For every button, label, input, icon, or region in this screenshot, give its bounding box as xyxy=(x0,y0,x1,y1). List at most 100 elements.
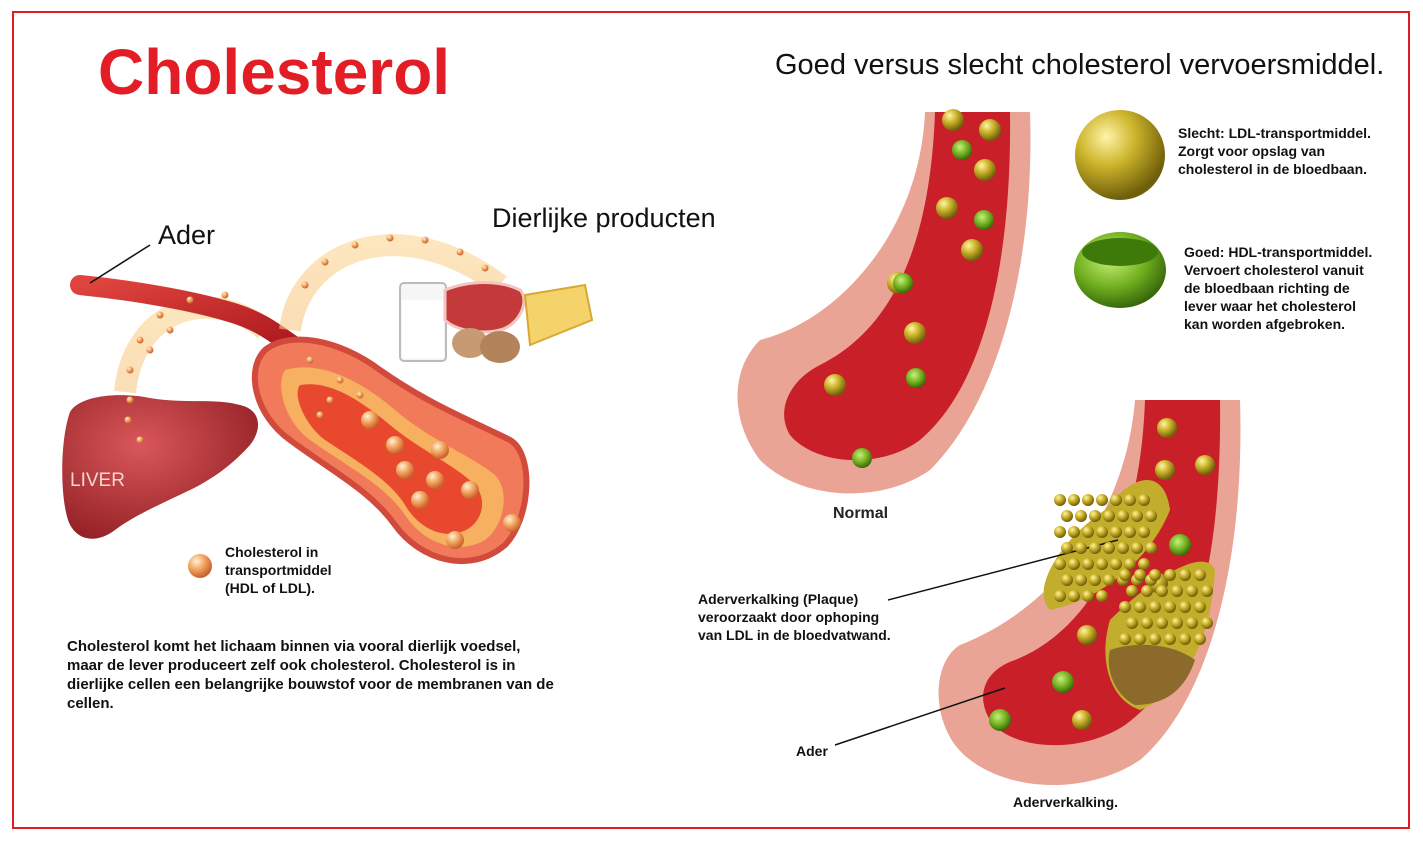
plaque-bead xyxy=(1145,510,1157,522)
plaque-bead xyxy=(1179,601,1191,613)
cholesterol-dot xyxy=(306,356,314,364)
cholesterol-particle xyxy=(361,411,379,429)
cholesterol-dot xyxy=(136,436,144,444)
plaque-bead xyxy=(1124,494,1136,506)
plaque-bead xyxy=(1186,585,1198,597)
plaque-bead xyxy=(1089,542,1101,554)
plaque-bead xyxy=(1194,601,1206,613)
ader-label-left: Ader xyxy=(158,220,216,250)
cholesterol-dot xyxy=(386,234,394,242)
plaque-bead xyxy=(1082,494,1094,506)
cholesterol-dot xyxy=(481,264,489,272)
ldl-particle xyxy=(1195,455,1215,475)
cholesterol-dot xyxy=(301,281,309,289)
cholesterol-dot xyxy=(356,391,364,399)
cholesterol-dot xyxy=(326,396,334,404)
hdl-particle xyxy=(1052,671,1074,693)
plaque-text: Aderverkalking (Plaque) veroorzaakt door… xyxy=(698,590,891,644)
plaque-bead xyxy=(1138,494,1150,506)
food-arc xyxy=(279,234,507,332)
plaque-bead xyxy=(1164,569,1176,581)
plaque-bead xyxy=(1082,590,1094,602)
plaque-bead xyxy=(1134,601,1146,613)
plaque-bead xyxy=(1201,585,1213,597)
ldl-particle xyxy=(979,119,1001,141)
plaque-bead xyxy=(1103,510,1115,522)
plaque-bead xyxy=(1103,574,1115,586)
plaque-bead xyxy=(1186,617,1198,629)
legend-line-1: Cholesterol in xyxy=(225,544,319,560)
border-frame xyxy=(12,11,1410,829)
plaque-bead xyxy=(1082,526,1094,538)
plaque-bead xyxy=(1103,542,1115,554)
plaque-bead xyxy=(1179,633,1191,645)
egg xyxy=(452,328,488,358)
plaque-bead xyxy=(1156,585,1168,597)
ldl-particle xyxy=(1072,710,1092,730)
plaque-line-2: veroorzaakt door ophoping xyxy=(698,609,880,625)
plaque-bead xyxy=(1131,542,1143,554)
cholesterol-particle xyxy=(426,471,444,489)
plaque-bead xyxy=(1131,510,1143,522)
hdl-line-4: lever waar het cholesterol xyxy=(1184,298,1356,314)
plaque-bead xyxy=(1145,542,1157,554)
hdl-line-3: de bloedbaan richting de xyxy=(1184,280,1350,296)
cholesterol-particle xyxy=(446,531,464,549)
normal-label: Normal xyxy=(833,505,889,522)
hdl-particle xyxy=(1169,534,1191,556)
plaque-bead xyxy=(1126,585,1138,597)
hdl-line-2: Vervoert cholesterol vanuit xyxy=(1184,262,1364,278)
hdl-particle xyxy=(906,368,926,388)
ldl-line-3: cholesterol in de bloedbaan. xyxy=(1178,161,1368,177)
plaque-core xyxy=(1108,644,1195,705)
cholesterol-dot xyxy=(136,336,144,344)
vessel-lumen xyxy=(297,384,483,534)
plaque-bead xyxy=(1096,590,1108,602)
cholesterol-dot xyxy=(126,396,134,404)
cholesterol-dot xyxy=(146,346,154,354)
hdl-line-1: Goed: HDL-transportmiddel. xyxy=(1184,244,1373,260)
ldl-particle xyxy=(1155,460,1175,480)
plaque-bead xyxy=(1110,494,1122,506)
legend-line-3: (HDL of LDL). xyxy=(225,580,315,596)
plaque-bead xyxy=(1126,617,1138,629)
vein xyxy=(70,275,310,360)
ader-label-right: Ader xyxy=(796,743,828,759)
particles xyxy=(124,109,1215,731)
ader-pointer-left xyxy=(89,244,151,284)
ldl-particle xyxy=(1157,418,1177,438)
ldl-particle xyxy=(1077,625,1097,645)
cholesterol-dot xyxy=(351,241,359,249)
legend-particle-icon xyxy=(188,554,212,578)
ldl-particle xyxy=(904,322,926,344)
cholesterol-particle xyxy=(503,514,521,532)
plaque-bead xyxy=(1138,558,1150,570)
plaque-bead xyxy=(1096,494,1108,506)
plaque-bead xyxy=(1164,601,1176,613)
plaque-bead xyxy=(1119,633,1131,645)
food-label: Dierlijke producten xyxy=(492,203,716,233)
ldl-particle xyxy=(824,374,846,396)
plaque-bead xyxy=(1096,526,1108,538)
plaque-bead xyxy=(1179,569,1191,581)
plaque-bead xyxy=(1156,617,1168,629)
hdl-particle xyxy=(989,709,1011,731)
plaque-bead xyxy=(1089,574,1101,586)
cholesterol-dot xyxy=(421,236,429,244)
ader-pointer-right xyxy=(834,687,1006,746)
plaque-bead xyxy=(1054,526,1066,538)
plaque-bead xyxy=(1141,617,1153,629)
plaque-bead xyxy=(1119,601,1131,613)
meat xyxy=(443,281,526,334)
plaque-bead xyxy=(1054,494,1066,506)
liver-label: LIVER xyxy=(70,470,125,491)
plaque-bead xyxy=(1134,569,1146,581)
plaque-bead xyxy=(1096,558,1108,570)
ldl-particle xyxy=(936,197,958,219)
plaque-bead xyxy=(1201,617,1213,629)
legend-text: Cholesterol in transportmiddel (HDL of L… xyxy=(225,543,332,597)
plaque-bead xyxy=(1075,574,1087,586)
plaque-bead xyxy=(1149,633,1161,645)
cholesterol-dot xyxy=(186,296,194,304)
